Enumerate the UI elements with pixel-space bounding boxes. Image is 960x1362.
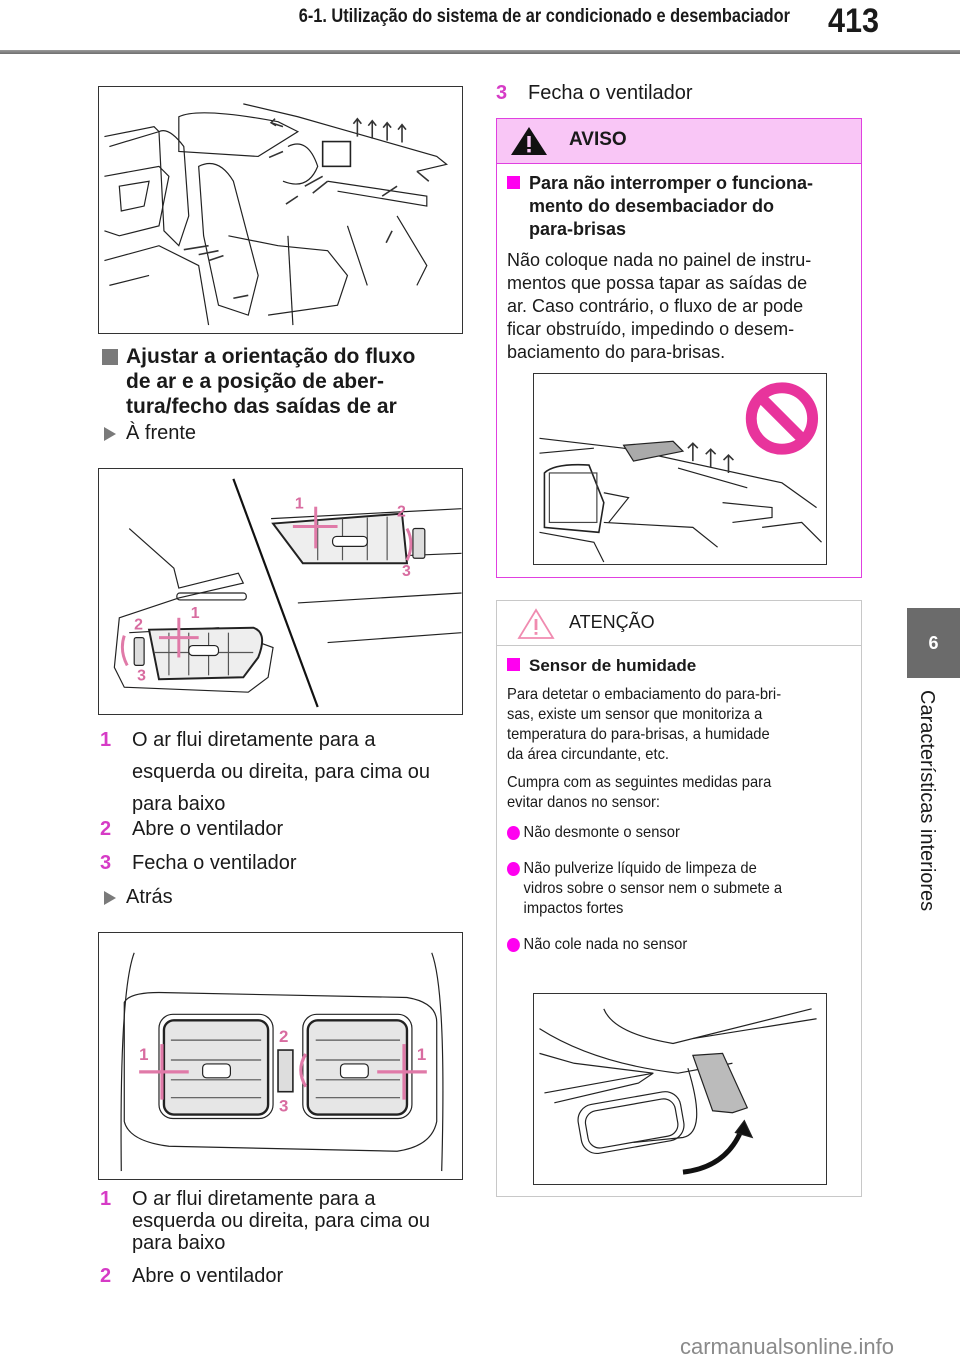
callout-1: 1	[191, 605, 200, 622]
bullet-item: Não desmonte o sensor	[507, 823, 864, 843]
body-line: sas, existe um sensor que monitoriza a	[507, 706, 763, 723]
heading-line: para-brisas	[529, 219, 627, 239]
rear-item-1: 1 O ar flui diretamente para a esquerda …	[100, 1188, 450, 1254]
square-marker-icon	[507, 658, 520, 671]
bullet-item: Não cole nada no sensor	[507, 935, 864, 955]
callout-1: 1	[295, 496, 304, 513]
callout-3: 3	[402, 563, 411, 580]
bullet-line: impactos fortes	[523, 900, 624, 917]
body-line: Não coloque nada no painel de instru-	[507, 250, 812, 270]
callout-1: 1	[139, 1045, 148, 1064]
chapter-tab[interactable]: 6	[907, 608, 960, 678]
callout-1: 1	[417, 1045, 426, 1064]
heading-line: de ar e a posição de aber-	[126, 370, 384, 393]
mirror-humidity-sensor-illustration	[533, 993, 827, 1185]
bullet-line: Não cole nada no sensor	[523, 936, 688, 953]
car-interior-airflow-illustration	[98, 86, 463, 334]
section-heading: Ajustar a orientação do fluxo de ar e a …	[100, 344, 465, 419]
body-line: Para detetar o embaciamento do para-bri-	[507, 686, 782, 703]
front-vents-illustration: 1 2 3 1 2 3	[98, 468, 463, 715]
triangle-marker-icon	[104, 427, 116, 441]
callout-2: 2	[279, 1027, 288, 1046]
caution-triangle-icon	[517, 608, 555, 639]
body-line: Cumpra com as seguintes medidas para	[507, 774, 772, 791]
callout-3: 3	[137, 667, 146, 684]
heading-line: mento do desembaciador do	[529, 196, 775, 216]
rear-vents-illustration: 1 2 3 1	[98, 932, 463, 1180]
page-number: 413	[828, 2, 880, 40]
callout-2: 2	[134, 617, 143, 634]
aviso-title: AVISO	[569, 129, 627, 150]
front-item-1: 1 O ar flui diretamente para a esquerda …	[100, 724, 450, 820]
square-marker-icon	[507, 176, 520, 189]
body-line: mentos que possa tapar as saídas de	[507, 273, 808, 293]
item-number: 3	[100, 852, 112, 874]
dashboard-prohibited-illustration	[533, 373, 827, 565]
subsection-rear: Atrás	[100, 886, 173, 909]
chapter-number: 6	[928, 632, 939, 653]
item-text: Fecha o ventilador	[528, 82, 693, 104]
watermark: carmanualsonline.info	[680, 1334, 895, 1359]
bullet-dot-icon	[507, 938, 520, 952]
bullet-line: Não desmonte o sensor	[523, 824, 680, 841]
body-line: da área circundante, etc.	[507, 746, 670, 763]
body-line: ficar obstruído, impedindo o desem-	[507, 319, 795, 339]
item-number: 3	[496, 82, 508, 104]
item-number: 1	[100, 729, 112, 751]
triangle-marker-icon	[104, 891, 116, 905]
callout-3: 3	[279, 1097, 288, 1116]
item-text: Abre o ventilador	[132, 818, 284, 840]
aviso-heading: Para não interromper o funciona- mento d…	[507, 172, 851, 241]
heading-line: Ajustar a orientação do fluxo	[126, 345, 416, 368]
chapter-title: Características interiores	[916, 690, 938, 912]
item-text: Abre o ventilador	[132, 1265, 284, 1287]
subsection-label: À frente	[126, 422, 197, 444]
item-number: 2	[100, 1265, 112, 1287]
bullet-dot-icon	[507, 826, 520, 840]
rear-item-2: 2 Abre o ventilador	[100, 1265, 450, 1288]
bullet-line: Não pulverize líquido de limpeza de	[523, 860, 757, 877]
aviso-warning-box: AVISO Para não interromper o funciona- m…	[496, 118, 862, 578]
rear-item-3: 3 Fecha o ventilador	[496, 82, 846, 105]
warning-triangle-icon	[511, 127, 547, 155]
item-number: 1	[100, 1188, 112, 1210]
aviso-header: AVISO	[497, 119, 861, 164]
aviso-body: Não coloque nada no painel de instru- me…	[507, 249, 849, 364]
heading-text: Sensor de humidade	[529, 656, 697, 675]
section-square-marker-icon	[102, 349, 118, 365]
body-line: temperatura do para-brisas, a humidade	[507, 726, 770, 743]
item-text: Fecha o ventilador	[132, 852, 297, 874]
atencao-header: ATENÇÃO	[497, 601, 861, 646]
atencao-heading: Sensor de humidade	[507, 654, 851, 677]
bullet-line: vidros sobre o sensor nem o submete a	[523, 880, 783, 897]
bullet-dot-icon	[507, 862, 520, 876]
body-line: evitar danos no sensor:	[507, 794, 661, 811]
heading-line: Para não interromper o funciona-	[529, 173, 814, 193]
callout-2: 2	[397, 504, 406, 521]
running-header-title: 6-1. Utilização do sistema de ar condici…	[298, 6, 790, 27]
subsection-front: À frente	[100, 422, 196, 445]
item-text: O ar flui diretamente para a esquerda ou…	[132, 729, 430, 815]
subsection-label: Atrás	[126, 886, 173, 908]
item-number: 2	[100, 818, 112, 840]
front-item-3: 3 Fecha o ventilador	[100, 852, 450, 875]
header-divider	[0, 50, 960, 54]
item-text: O ar flui diretamente para a esquerda ou…	[132, 1188, 430, 1254]
atencao-title: ATENÇÃO	[569, 612, 655, 632]
bullet-item: Não pulverize líquido de limpeza de vidr…	[507, 859, 864, 919]
body-line: baciamento do para-brisas.	[507, 342, 726, 362]
atencao-caution-box: ATENÇÃO Sensor de humidade Para detetar …	[496, 600, 862, 1197]
front-item-2: 2 Abre o ventilador	[100, 818, 450, 841]
heading-line: tura/fecho das saídas de ar	[126, 395, 397, 418]
atencao-body-2: Cumpra com as seguintes medidas para evi…	[507, 773, 857, 813]
atencao-body-1: Para detetar o embaciamento do para-bri-…	[507, 685, 857, 765]
body-line: ar. Caso contrário, o fluxo de ar pode	[507, 296, 804, 316]
